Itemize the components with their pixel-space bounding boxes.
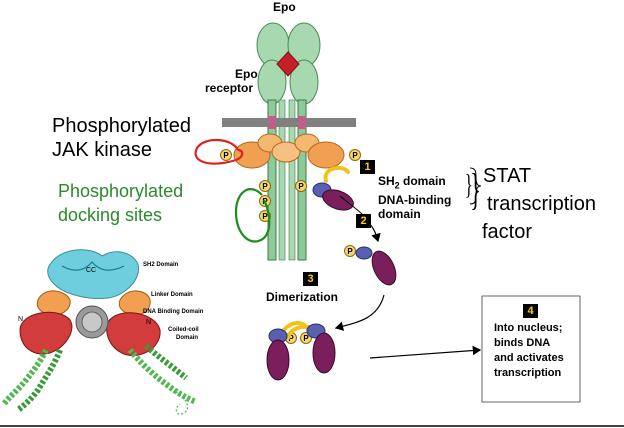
dna-binding-label-2: domain: [378, 207, 421, 221]
stat-monomer-1: [312, 165, 354, 211]
phosphate-circle-5: [295, 180, 307, 192]
step-badge-4: 4: [523, 304, 538, 318]
stat-monomer-2: [355, 246, 397, 286]
epo-ligand-diamond: [276, 51, 300, 77]
red-annotation-loop: [194, 138, 244, 165]
stat-label-2: transcription: [487, 193, 596, 215]
phosphate-label-2: P: [262, 182, 268, 191]
phosphate-circle-0: [220, 149, 232, 161]
structure-label-sh2: SH2 Domain: [143, 262, 179, 268]
stat-brace-1: [469, 167, 482, 205]
phosphate-circle-6: [344, 245, 356, 257]
nucleus-label-1: Into nucleus;: [494, 322, 563, 334]
nucleus-label-2: binds DNA: [494, 337, 551, 349]
structure-label-n-right: N: [146, 319, 152, 326]
green-annotation-loop: [234, 188, 271, 243]
nucleus-label-3: and activates: [494, 352, 564, 364]
phosphorylated-jak-label-1: Phosphorylated: [52, 115, 191, 137]
epo-receptor-extracellular: [256, 22, 321, 105]
phosphate-label-1: P: [352, 151, 358, 160]
stat-crystal-structure: [0, 243, 200, 415]
phosphate-label-5: P: [298, 182, 304, 191]
epo-label: Epo: [273, 0, 296, 14]
receptor-stalks: [267, 99, 307, 261]
jak-kinase: [233, 133, 345, 169]
epo-receptor-label-1: Epo: [235, 67, 258, 81]
docking-sites-label-2: docking sites: [58, 205, 163, 225]
dna-binding-label-1: DNA-binding: [378, 193, 452, 207]
structure-label-cc: CC: [86, 267, 97, 274]
step-badge-3: 3: [303, 272, 318, 286]
structure-label-linker: Linker Domain: [151, 292, 193, 298]
phosphate-circle-2: [259, 180, 271, 192]
epo-receptor-label-2: receptor: [205, 81, 254, 95]
structure-label-dna: DNA Binding Domain: [143, 309, 204, 315]
structure-label-coiled-2: Domain: [176, 335, 199, 341]
sh2-prefix: SH: [378, 174, 395, 188]
phosphate-label-8: P: [303, 334, 309, 343]
docking-sites-label-1: Phosphorylated: [58, 181, 184, 201]
label-brace-small: }: [464, 170, 473, 201]
structure-label-n-left: N: [18, 316, 24, 323]
phosphorylated-jak-label-2: JAK kinase: [52, 139, 153, 161]
phosphate-label-6: P: [347, 247, 353, 256]
phosphate-label-7: P: [288, 334, 294, 343]
sh2-subscript: 2: [394, 180, 400, 191]
cell-membrane: [222, 118, 356, 127]
step-badge-2: 2: [356, 214, 371, 228]
stat-label-1: STAT: [483, 165, 532, 187]
stat-label-3: factor: [482, 221, 533, 243]
stat-dimer: [266, 321, 336, 381]
step-badge-1: 1: [360, 160, 375, 174]
dimerization-label: Dimerization: [266, 290, 339, 304]
phosphate-circle-1: [349, 149, 361, 161]
sh2-suffix: domain: [399, 174, 446, 188]
nucleus-label-4: transcription: [494, 367, 562, 379]
sh2-domain-label: SH2 domain: [378, 174, 446, 190]
phosphate-label-4: P: [262, 212, 268, 221]
structure-label-coiled-1: Coiled-coil: [168, 327, 199, 333]
phosphate-label-0: P: [223, 151, 229, 160]
label-brace: }: [470, 165, 481, 214]
